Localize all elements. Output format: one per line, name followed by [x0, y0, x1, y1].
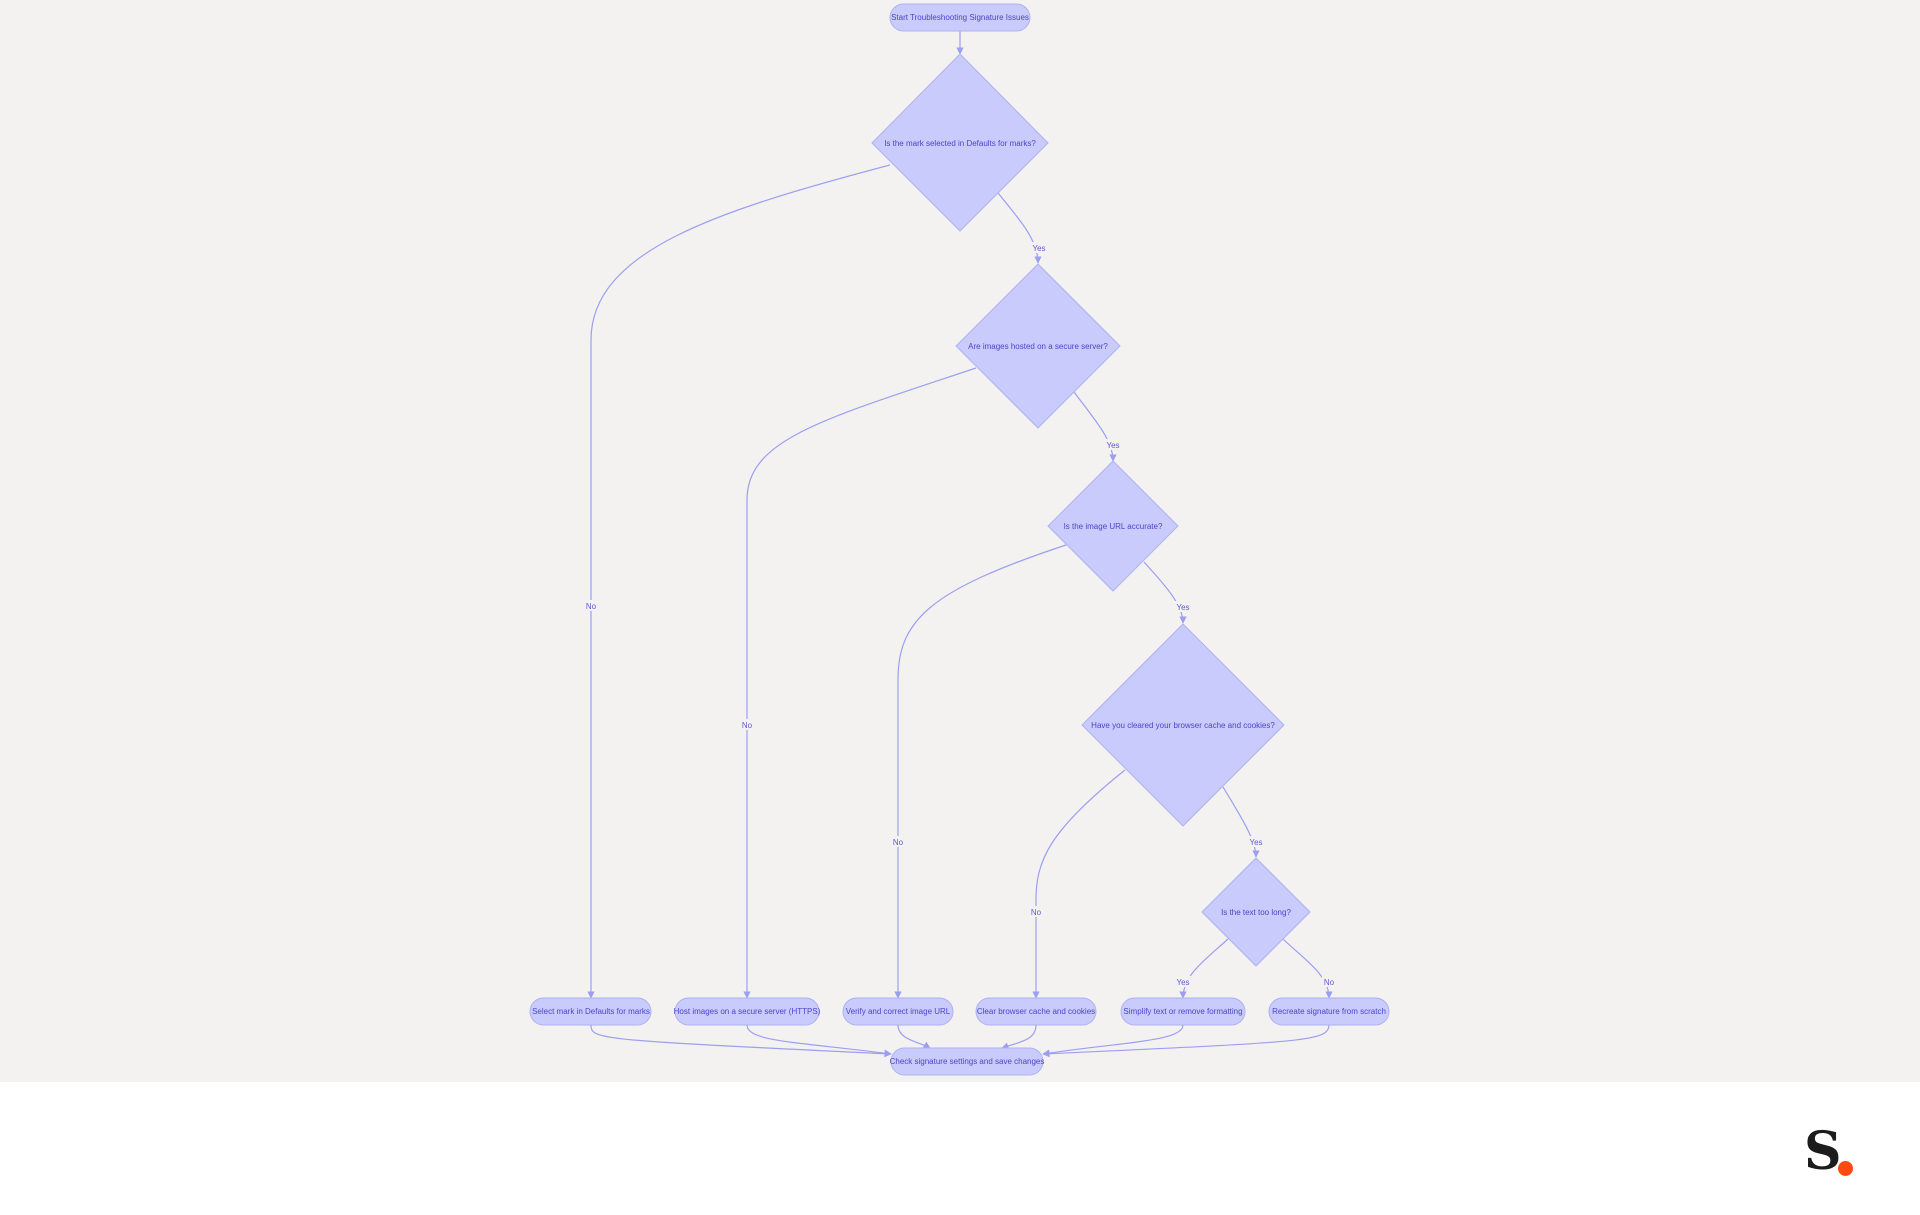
- svg-text:No: No: [742, 721, 753, 730]
- edge-simplify-to-end: [1042, 1024, 1184, 1057]
- edge-label-q-mark-yes: Yes: [1030, 242, 1048, 253]
- svg-text:No: No: [586, 602, 597, 611]
- svg-text:Select mark in Defaults for ma: Select mark in Defaults for marks: [532, 1007, 650, 1016]
- svg-text:Yes: Yes: [1176, 978, 1189, 987]
- edge-q-mark-no: [587, 164, 891, 999]
- edge-label-q-text-yes: Yes: [1174, 976, 1192, 987]
- edge-label-q-text-no: No: [1322, 976, 1336, 987]
- edge-verify-to-end: [897, 1024, 931, 1049]
- edge-q-secure-yes: [1073, 391, 1117, 462]
- decision-q-cache[interactable]: Have you cleared your browser cache and …: [1081, 623, 1285, 827]
- edges: [587, 31, 1333, 1058]
- edge-label-q-secure-yes: Yes: [1104, 439, 1122, 450]
- action-simplify-text[interactable]: Simplify text or remove formatting: [1120, 997, 1246, 1026]
- edge-select-to-end: [590, 1024, 892, 1058]
- action-verify-url[interactable]: Verify and correct image URL: [842, 997, 954, 1026]
- edge-label-q-mark-no: No: [584, 600, 598, 611]
- edge-q-mark-yes: [997, 192, 1042, 264]
- svg-text:Recreate signature from scratc: Recreate signature from scratch: [1272, 1007, 1386, 1016]
- edge-q-secure-no: [743, 367, 977, 999]
- svg-text:Start Troubleshooting Signatur: Start Troubleshooting Signature Issues: [891, 13, 1029, 22]
- edge-clear-to-end: [1001, 1024, 1037, 1050]
- svg-text:Yes: Yes: [1249, 838, 1262, 847]
- decision-q-secure[interactable]: Are images hosted on a secure server?: [955, 263, 1121, 429]
- edge-q-url-yes: [1143, 561, 1187, 624]
- svg-text:Is the mark selected in Defaul: Is the mark selected in Defaults for mar…: [884, 139, 1036, 148]
- edge-label-q-cache-yes: Yes: [1247, 836, 1265, 847]
- brand-logo: S: [1804, 1121, 1864, 1182]
- action-host-images[interactable]: Host images on a secure server (HTTPS): [674, 997, 821, 1026]
- edge-q-cache-yes: [1222, 786, 1260, 858]
- svg-text:No: No: [1324, 978, 1335, 987]
- edge-q-url-no: [894, 544, 1067, 999]
- edge-label-q-url-yes: Yes: [1174, 601, 1192, 612]
- node-start[interactable]: Start Troubleshooting Signature Issues: [889, 3, 1031, 32]
- svg-text:Yes: Yes: [1032, 244, 1045, 253]
- edge-q-cache-no: [1032, 769, 1126, 999]
- svg-text:Are images hosted on a secure: Are images hosted on a secure server?: [968, 342, 1108, 351]
- action-clear-cache[interactable]: Clear browser cache and cookies: [975, 997, 1097, 1026]
- edge-label-q-cache-no: No: [1029, 906, 1043, 917]
- action-select-mark[interactable]: Select mark in Defaults for marks: [529, 997, 652, 1026]
- flowchart: No Yes No Yes No Yes No Yes: [529, 3, 1390, 1076]
- decision-q-url[interactable]: Is the image URL accurate?: [1047, 460, 1179, 592]
- svg-text:Yes: Yes: [1176, 603, 1189, 612]
- edge-label-q-url-no: No: [891, 836, 905, 847]
- svg-text:No: No: [1031, 908, 1042, 917]
- decision-q-text[interactable]: Is the text too long?: [1201, 857, 1311, 967]
- edge-q-text-yes: [1179, 938, 1229, 999]
- svg-text:Clear browser cache and cookie: Clear browser cache and cookies: [977, 1007, 1095, 1016]
- edge-labels: No Yes No Yes No Yes No Yes: [584, 242, 1336, 987]
- svg-text:Yes: Yes: [1106, 441, 1119, 450]
- svg-text:Is the text too long?: Is the text too long?: [1221, 908, 1291, 917]
- svg-text:Simplify text or remove format: Simplify text or remove formatting: [1123, 1007, 1242, 1016]
- node-end[interactable]: Check signature settings and save change…: [890, 1047, 1045, 1076]
- logo-dot: [1838, 1161, 1853, 1176]
- svg-text:Verify and correct image URL: Verify and correct image URL: [846, 1007, 951, 1016]
- edge-q-text-no: [1282, 938, 1333, 999]
- svg-text:No: No: [893, 838, 904, 847]
- svg-text:Is the image URL accurate?: Is the image URL accurate?: [1064, 522, 1163, 531]
- svg-text:Host images on a secure server: Host images on a secure server (HTTPS): [674, 1007, 821, 1016]
- action-recreate-signature[interactable]: Recreate signature from scratch: [1268, 997, 1390, 1026]
- edge-label-q-secure-no: No: [740, 719, 754, 730]
- logo-letter: S: [1804, 1121, 1842, 1182]
- edge-host-to-end: [746, 1024, 892, 1057]
- svg-text:Check signature settings and s: Check signature settings and save change…: [890, 1057, 1045, 1066]
- svg-text:Have you cleared your browser: Have you cleared your browser cache and …: [1091, 721, 1275, 730]
- decision-q-mark[interactable]: Is the mark selected in Defaults for mar…: [871, 53, 1049, 232]
- edge-recreate-to-end: [1042, 1024, 1330, 1058]
